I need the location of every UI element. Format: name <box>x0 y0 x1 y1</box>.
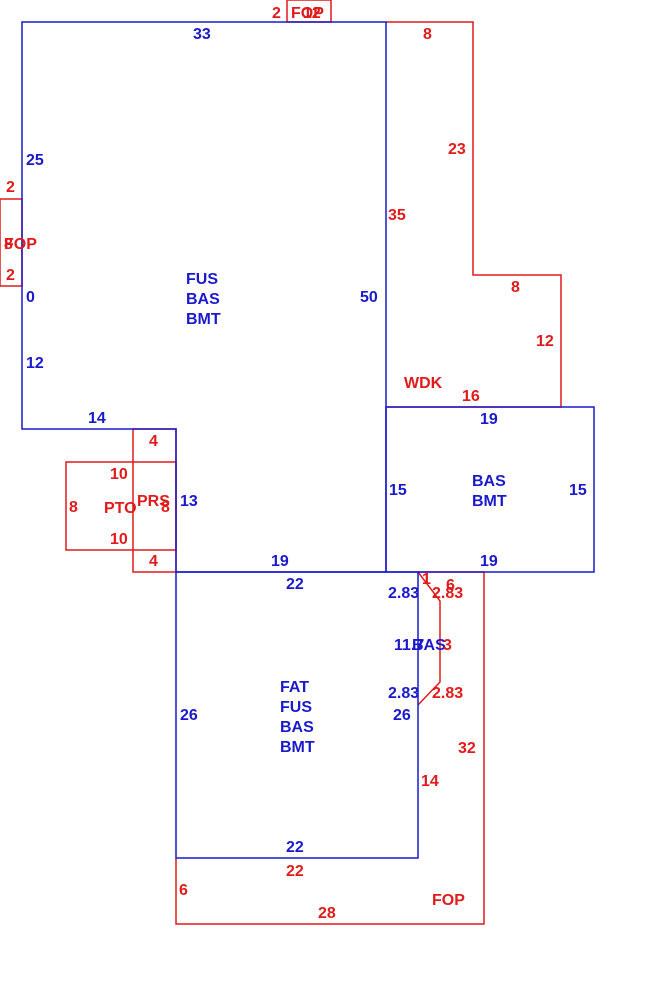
dim-bay-b: 2.83 <box>388 685 419 702</box>
south-area-label-4: BMT <box>280 739 315 756</box>
dim-wdk-12: 12 <box>536 333 554 350</box>
dim-notch-13: 13 <box>180 493 198 510</box>
prs-area-label: PRS <box>137 493 170 510</box>
dim-left-fop-8: 8 <box>4 236 13 253</box>
south-area-label-2: FUS <box>280 699 312 716</box>
bay-red-outline <box>417 571 441 706</box>
bay-area-label: BAS <box>412 637 446 654</box>
dim-fop-6a: 6 <box>446 577 455 594</box>
south-area-label-1: FAT <box>280 679 309 696</box>
dim-wdk-16: 16 <box>462 388 480 405</box>
south-wing-outline <box>175 571 419 859</box>
dim-fop-2-83b: 2.83 <box>432 685 463 702</box>
dim-wdk-23: 23 <box>448 141 466 158</box>
dim-fop-32: 32 <box>458 740 476 757</box>
dim-fop-2-83a: 2.83 <box>432 585 463 602</box>
dim-top-fop-2: 2 <box>272 5 281 22</box>
dim-fop-28: 28 <box>318 905 336 922</box>
dim-east-bottom: 19 <box>480 553 498 570</box>
dim-fop-6b: 6 <box>179 882 188 899</box>
fop-left-area-label: FOP <box>4 236 37 253</box>
dim-south-right: 26 <box>393 707 411 724</box>
dim-wdk-top: 8 <box>423 26 432 43</box>
dim-left-fop-2a: 2 <box>6 179 15 196</box>
dim-south-bottom: 22 <box>286 839 304 856</box>
dim-south-left: 26 <box>180 707 198 724</box>
pto-area-label: PTO <box>104 500 137 517</box>
dim-main-bottom-14: 14 <box>88 410 106 427</box>
dim-left-fop-2b: 2 <box>6 267 15 284</box>
dim-main-left-25: 25 <box>26 152 44 169</box>
east-area-label-1: BAS <box>472 473 506 490</box>
dim-main-top: 33 <box>193 26 211 43</box>
dim-fop-22: 22 <box>286 863 304 880</box>
main-area-label-1: FUS <box>186 271 218 288</box>
dim-pto-10a: 10 <box>110 466 128 483</box>
dim-main-left-0: 0 <box>26 289 35 306</box>
dim-east-right: 15 <box>569 482 587 499</box>
dim-pto-8: 8 <box>69 499 78 516</box>
east-wing-outline <box>385 406 595 573</box>
dim-fop-3: 3 <box>443 637 452 654</box>
dim-prs-4a: 4 <box>149 433 158 450</box>
dim-wdk-35: 35 <box>388 207 406 224</box>
dim-top-fop-12: 12 <box>303 5 321 22</box>
fop-top-area-label: FOP <box>291 5 324 22</box>
wood-deck-outline <box>386 21 562 408</box>
dim-pto-10b: 10 <box>110 531 128 548</box>
dim-wdk-8b: 8 <box>511 279 520 296</box>
south-area-label-3: BAS <box>280 719 314 736</box>
main-area-label-3: BMT <box>186 311 221 328</box>
east-area-label-2: BMT <box>472 493 507 510</box>
dim-bay-a: 2.83 <box>388 585 419 602</box>
fop-bottom-area-label: FOP <box>432 892 465 909</box>
dim-prs-4b: 4 <box>149 553 158 570</box>
main-area-label-2: BAS <box>186 291 220 308</box>
dim-pto-8b: 8 <box>161 499 170 516</box>
dim-fop-1: 1 <box>422 571 431 588</box>
front-porch-outline <box>175 571 485 925</box>
dim-south-top: 22 <box>286 576 304 593</box>
dim-main-right-50: 50 <box>360 289 378 306</box>
dim-main-left-12: 12 <box>26 355 44 372</box>
dim-main-bottom-19: 19 <box>271 553 289 570</box>
dim-bay-c: 11.7 <box>394 637 424 654</box>
wdk-area-label: WDK <box>404 375 443 392</box>
dim-east-left: 15 <box>389 482 407 499</box>
dim-fop-14: 14 <box>421 773 439 790</box>
dim-east-top: 19 <box>480 411 498 428</box>
